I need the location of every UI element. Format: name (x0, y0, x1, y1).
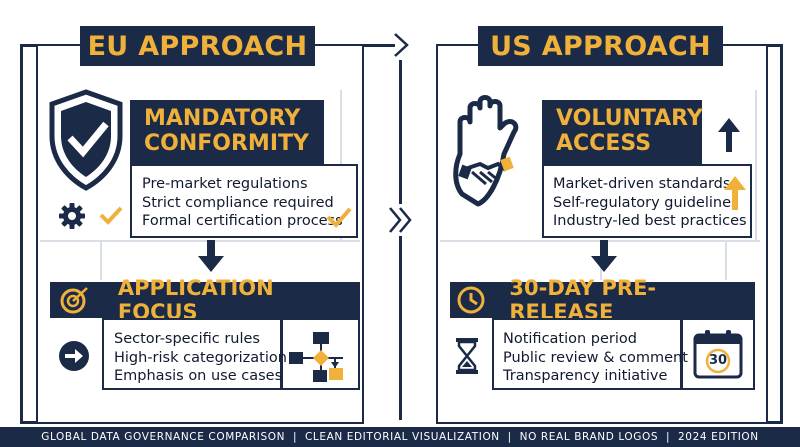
us-title-text: US APPROACH (490, 30, 711, 62)
list-item: Market-driven standards (553, 176, 731, 192)
arrow-up-icon (718, 118, 740, 152)
grid-line (755, 90, 757, 240)
grid-line (40, 240, 360, 242)
list-item: Sector-specific rules (114, 331, 260, 347)
arrow-up-icon (724, 176, 746, 210)
calendar-frame (693, 330, 743, 379)
grid-line (725, 240, 727, 280)
eu-card1-list: Pre-market regulations Strict compliance… (142, 175, 343, 231)
list-item: Emphasis on use cases (114, 368, 283, 384)
us-card1-heading-line2: ACCESS (556, 131, 652, 156)
eu-card1-heading-line1: MANDATORY (144, 106, 301, 131)
frame-line (766, 421, 782, 424)
eu-card1-content (130, 164, 358, 238)
double-chevron-right-icon (387, 204, 415, 236)
list-item: Strict compliance required (142, 194, 334, 211)
divider (680, 318, 683, 390)
hourglass-icon (456, 338, 478, 374)
grid-line (100, 240, 102, 280)
arrow-down-icon (591, 240, 617, 272)
calendar-number: 30 (708, 353, 728, 368)
shield-check-icon (49, 89, 123, 191)
us-card2-list: Notification period Public review & comm… (503, 330, 688, 386)
footer-bar: GLOBAL DATA GOVERNANCE COMPARISON | CLEA… (0, 427, 800, 447)
chevron-right-icon (394, 33, 409, 57)
list-item: Self-regulatory guidelines (553, 194, 739, 211)
arrow-right-icon (59, 341, 89, 371)
list-item: Notification period (503, 331, 637, 347)
clock-icon (457, 286, 485, 314)
eu-title-text: EU APPROACH (87, 30, 308, 62)
us-card1-list: Market-driven standards Self-regulatory … (553, 175, 747, 231)
target-icon (60, 287, 88, 314)
us-card1-heading-line1: VOLUNTARY (556, 106, 703, 131)
checkmark-icon (99, 206, 123, 225)
gear-icon (59, 203, 85, 229)
calendar-icon: 30 (692, 328, 744, 380)
arrow-down-icon (198, 240, 224, 272)
us-card1-content (542, 164, 752, 238)
frame-line (364, 44, 400, 47)
eu-card1-heading-line2: CONFORMITY (144, 131, 309, 156)
list-item: High-risk categorization (114, 349, 287, 366)
eu-title: EU APPROACH (80, 26, 315, 66)
list-item: Formal certification process (142, 213, 343, 229)
hand-handshake-icon (453, 95, 519, 207)
list-item: Transparency initiative (503, 368, 668, 384)
eu-card2-heading-text: APPLICATION FOCUS (117, 276, 274, 324)
list-item: Public review & comment (503, 349, 688, 366)
center-divider (399, 60, 402, 420)
us-card2-heading: 30-DAY PRE-RELEASE (450, 276, 755, 324)
eu-card2-heading: APPLICATION FOCUS (50, 276, 360, 324)
flowchart-icon (289, 332, 343, 382)
us-title: US APPROACH (478, 26, 723, 66)
frame-line (766, 44, 782, 47)
frame-line (780, 44, 783, 424)
checkmark-icon (326, 207, 352, 228)
divider (280, 318, 283, 390)
frame-line (20, 44, 36, 47)
us-card2-heading-text: 30-DAY PRE-RELEASE (509, 276, 657, 324)
us-card1-heading: VOLUNTARY ACCESS (542, 100, 703, 164)
list-item: Pre-market regulations (142, 176, 308, 192)
frame-line (20, 421, 38, 424)
list-item: Industry-led best practices (553, 213, 747, 229)
frame-line (20, 44, 23, 424)
eu-card2-list: Sector-specific rules High-risk categori… (114, 330, 287, 386)
eu-card1-heading: MANDATORY CONFORMITY (130, 100, 324, 164)
footer-text: GLOBAL DATA GOVERNANCE COMPARISON | CLEA… (41, 431, 759, 443)
